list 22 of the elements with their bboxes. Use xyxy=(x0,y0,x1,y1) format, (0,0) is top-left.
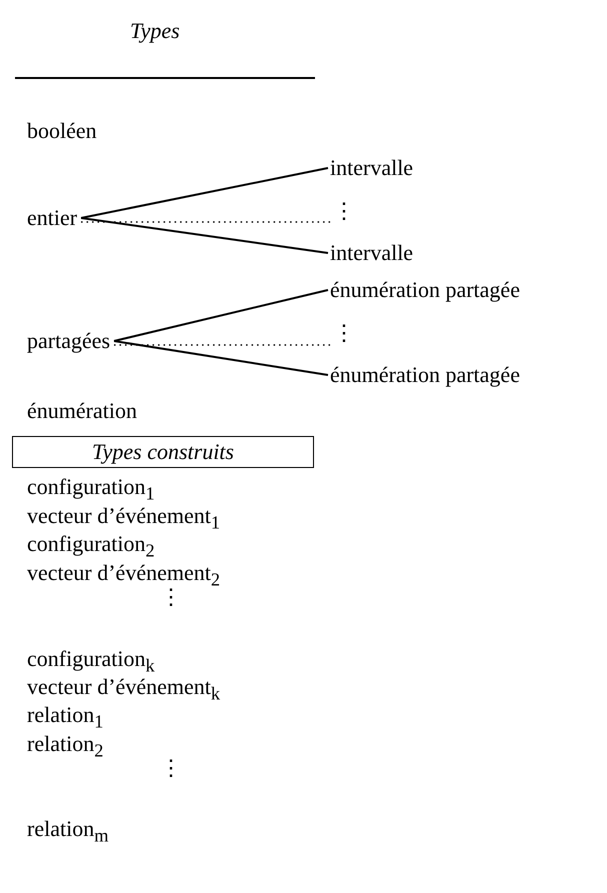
type-name: énumération partagée xyxy=(330,277,520,303)
connector-line xyxy=(80,167,328,219)
type-label: booléen xyxy=(27,118,97,144)
type-label: relation$_{2}$ xyxy=(27,731,104,762)
type-label: configuration$_{1}$ xyxy=(27,474,155,506)
type-label: énumération xyxy=(27,398,137,424)
type-name: entier xyxy=(27,205,78,231)
connector-line xyxy=(114,289,328,342)
type-label: ⋮ xyxy=(160,755,182,781)
vertical-ellipsis: ⋮ xyxy=(333,198,355,224)
connector-line xyxy=(80,217,328,254)
type-name: intervalle xyxy=(330,155,414,181)
dotted-line xyxy=(81,221,331,223)
connector-line xyxy=(114,340,328,376)
vertical-ellipsis: ⋮ xyxy=(333,320,355,346)
section-heading-box: Types construits xyxy=(12,436,314,468)
title: Types xyxy=(130,18,180,44)
type-name: énumération partagée xyxy=(330,362,520,388)
type-name: intervalle xyxy=(330,240,414,266)
type-name: partagées xyxy=(27,328,110,354)
dotted-line xyxy=(114,344,331,346)
type-label: relation$_{m}$ xyxy=(27,816,108,848)
